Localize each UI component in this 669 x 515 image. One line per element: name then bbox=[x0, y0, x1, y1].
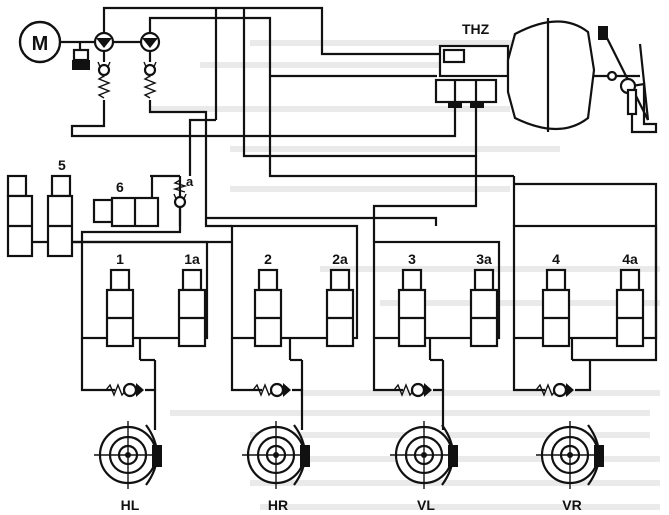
valve-1a: 1a bbox=[177, 251, 207, 348]
pump-motor-unit: M bbox=[18, 20, 161, 99]
return-check-valve bbox=[105, 382, 144, 398]
scan-texture-line bbox=[260, 504, 660, 510]
wheel-brake-hl: HL bbox=[94, 421, 162, 513]
valve-6-assembly: 6 a bbox=[92, 174, 194, 228]
wheel-brake-hr: HR bbox=[242, 421, 310, 513]
scan-texture-line bbox=[250, 480, 660, 486]
return-check-valves bbox=[105, 382, 574, 398]
wheel-brake-vr: VR bbox=[536, 421, 604, 513]
scan-texture-line bbox=[150, 106, 510, 112]
scan-texture-line bbox=[250, 432, 650, 438]
scan-texture-line bbox=[300, 390, 660, 396]
wheel-label: HL bbox=[121, 497, 140, 513]
scan-texture-line bbox=[230, 146, 560, 152]
return-check-valve bbox=[393, 382, 432, 398]
wheel-brakes: HL HR VL VR bbox=[94, 421, 604, 513]
master-cylinder-label: THZ bbox=[462, 21, 490, 37]
motor-label: M bbox=[32, 33, 49, 55]
valve-label: 2 bbox=[264, 251, 272, 267]
valve-label: 4 bbox=[552, 251, 560, 267]
check-valve-a-label: a bbox=[186, 174, 194, 189]
hydraulic-lines bbox=[30, 6, 658, 430]
valve-6-label: 6 bbox=[116, 179, 124, 195]
valve-label: 3 bbox=[408, 251, 416, 267]
valve-2: 2 bbox=[253, 251, 283, 348]
valve-label: 2a bbox=[332, 251, 348, 267]
scan-texture-line bbox=[170, 410, 650, 416]
valve-5-block: 5 bbox=[6, 157, 74, 258]
valve-1: 1 bbox=[105, 251, 135, 348]
wheel-label: VR bbox=[562, 497, 581, 513]
solenoid-valves: 1 1a 2 2a 3 3a 4 4a bbox=[105, 251, 645, 348]
valve-label: 1a bbox=[184, 251, 200, 267]
valve-label: 1 bbox=[116, 251, 124, 267]
valve-3: 3 bbox=[397, 251, 427, 348]
scan-texture-line bbox=[230, 186, 510, 192]
valve-3a: 3a bbox=[469, 251, 499, 348]
wheel-label: VL bbox=[417, 497, 435, 513]
scan-texture-line bbox=[380, 300, 660, 306]
return-check-valve bbox=[535, 382, 574, 398]
valve-4: 4 bbox=[541, 251, 571, 348]
scan-texture-line bbox=[200, 62, 560, 68]
wheel-label: HR bbox=[268, 497, 288, 513]
valve-4a: 4a bbox=[615, 251, 645, 348]
scan-texture-line bbox=[250, 40, 550, 46]
valve-5-label: 5 bbox=[58, 157, 66, 173]
valve-label: 4a bbox=[622, 251, 638, 267]
valve-2a: 2a bbox=[325, 251, 355, 348]
wheel-brake-vl: VL bbox=[390, 421, 458, 513]
valve-label: 3a bbox=[476, 251, 492, 267]
return-check-valve bbox=[252, 382, 291, 398]
master-cylinder-booster: THZ bbox=[434, 18, 658, 134]
